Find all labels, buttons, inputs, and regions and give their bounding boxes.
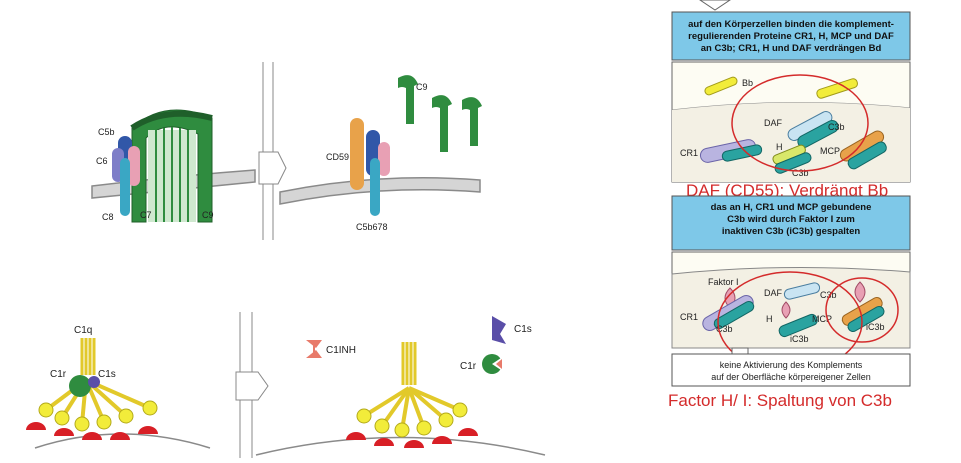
c6-protein-center: [378, 142, 390, 176]
info-box-bottom: [671, 353, 911, 387]
label-c1s-free: C1s: [514, 324, 532, 335]
divider-arrow-bottom: [235, 312, 269, 458]
label-h-top: H: [776, 142, 783, 152]
c8-protein-center: [370, 158, 380, 216]
label-faktor-i: Faktor I: [708, 277, 739, 287]
label-bb: Bb: [742, 78, 753, 88]
label-c3b-low-top: C3b: [792, 168, 809, 178]
annotation-circle-mid-right: [825, 277, 899, 343]
c7-protein: [128, 146, 140, 186]
label-h-mid: H: [766, 314, 773, 324]
info-box-middle: [671, 195, 911, 251]
annotation-daf-caption: DAF (CD55): Verdrängt Bb: [686, 181, 888, 200]
label-c1s: C1s: [98, 369, 116, 380]
label-ic3b-mid: iC3b: [790, 334, 809, 344]
label-c8: C8: [102, 212, 114, 222]
label-c9-right: C9: [416, 82, 428, 92]
c1s-free-icon: [492, 316, 506, 344]
label-c1r: C1r: [50, 369, 67, 380]
c8-protein: [120, 158, 130, 216]
mac-pore-c9: [130, 109, 213, 223]
c1-complex-panel: C1q C1r C1s: [26, 325, 211, 449]
box-top-line-3: an C3b; CR1, H und DAF verdrängen Bd: [701, 43, 882, 54]
c1s-protein: [88, 376, 100, 388]
label-cr1-mid: CR1: [680, 312, 698, 322]
c3b-protein: [797, 119, 839, 149]
box-mid-line-2: C3b wird durch Faktor I zum: [727, 214, 855, 225]
label-c9-left: C9: [202, 210, 214, 220]
box-mid-line-3: inaktiven C3b (iC3b) gespalten: [722, 226, 861, 237]
right-regulation-panel: auf den Körperzellen binden die kompleme…: [668, 0, 911, 410]
label-mcp-mid: MCP: [812, 314, 832, 324]
flow-arrow-top: [699, 0, 731, 11]
annotation-circle-top: [731, 74, 869, 172]
mac-formation-panel: C5b C6 C8 C7 C9: [91, 109, 256, 223]
arrow-right-icon: [258, 151, 287, 185]
box-bottom-line-1: keine Aktivierung des Komplements: [720, 360, 863, 370]
label-c6: C6: [96, 156, 108, 166]
label-c1r-free: C1r: [460, 361, 477, 372]
label-c3b-mid: C3b: [820, 290, 837, 300]
cd59-protein: [350, 118, 364, 190]
divider-arrow-top: [258, 62, 287, 240]
label-cd59: CD59: [326, 152, 349, 162]
ic3b-fragment-mid: [778, 313, 818, 338]
label-daf-mid: DAF: [764, 288, 783, 298]
label-ic3b-right: iC3b: [866, 322, 885, 332]
label-c5b: C5b: [98, 127, 115, 137]
label-c1q: C1q: [74, 325, 92, 336]
box-top-line-1: auf den Körperzellen binden die kompleme…: [688, 19, 894, 30]
label-c7: C7: [140, 210, 152, 220]
label-c3b-low-mid: C3b: [716, 324, 733, 334]
arrow-right-icon: [235, 371, 269, 401]
label-daf-top: DAF: [764, 118, 783, 128]
bb-fragment: [704, 76, 738, 96]
c1inh-panel: C1INH C1s C1r: [255, 316, 546, 456]
box-mid-line-1: das an H, CR1 und MCP gebundene: [711, 202, 872, 213]
box-bottom-line-2: auf der Oberfläche körpereigener Zellen: [711, 372, 871, 382]
label-c1inh: C1INH: [326, 345, 356, 356]
c1inh-icon: [306, 340, 322, 358]
annotation-factor-caption: Factor H/ I: Spaltung von C3b: [668, 391, 892, 410]
label-mcp-top: MCP: [820, 146, 840, 156]
box-top-line-2: regulierenden Proteine CR1, H, MCP und D…: [688, 31, 894, 42]
label-c3b-top: C3b: [828, 122, 845, 132]
c1r-protein: [69, 375, 91, 397]
c9-monomers: [398, 75, 482, 152]
label-cr1-top: CR1: [680, 148, 698, 158]
info-box-top: [671, 11, 911, 61]
cell-membrane-bottom-right: [255, 436, 546, 456]
cd59-inhibition-panel: C9 CD59 C5b678: [279, 75, 482, 232]
label-c5b678: C5b678: [356, 222, 388, 232]
